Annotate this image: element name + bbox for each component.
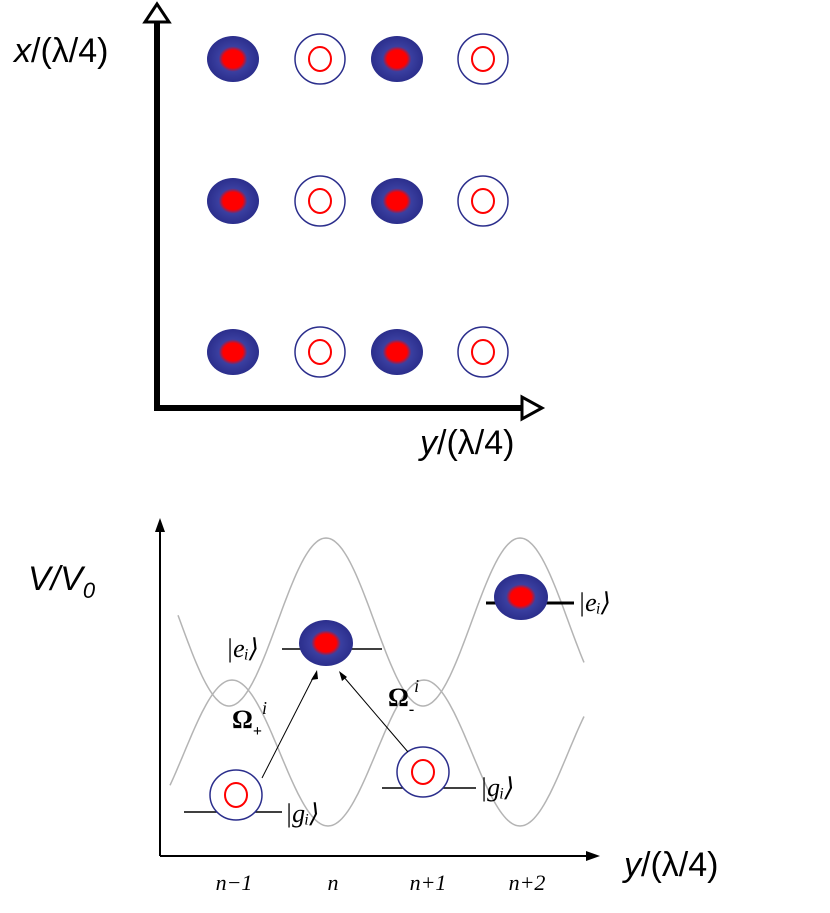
lattice-atom-open (457, 33, 509, 85)
excited-state-label-right: |eᵢ⟩ (578, 588, 611, 617)
lattice-atom-filled (207, 36, 259, 82)
tick-label-n: n (328, 870, 339, 895)
atom-lattice (207, 33, 509, 378)
lattice-atom-filled (371, 329, 423, 375)
top-y-axis-label: x/(λ/4) (12, 32, 108, 70)
excited-state-potential-curve (177, 537, 585, 707)
rabi-plus-label: Ω+i (232, 698, 267, 740)
excited-state-label-center: |eᵢ⟩ (226, 634, 259, 663)
ground-state-potential-curve (169, 679, 585, 827)
lattice-atom-open (457, 326, 509, 378)
ground-atom-left (209, 769, 263, 821)
lattice-atom-filled (207, 178, 259, 224)
bottom-y-axis-arrowhead (155, 518, 165, 532)
bottom-x-axis-label: y/(λ/4) (622, 846, 718, 884)
lattice-atom-filled (207, 329, 259, 375)
top-panel: x/(λ/4) y/(λ/4) (12, 1, 546, 462)
lattice-atom-filled (371, 178, 423, 224)
top-x-axis-arrowhead (520, 394, 546, 422)
tick-label-n-plus-2: n+2 (509, 870, 546, 895)
bottom-y-axis-label: V/V0 (28, 560, 96, 603)
excited-atom-right (494, 574, 548, 620)
ground-state-label-right: |gᵢ⟩ (480, 773, 514, 802)
top-y-axis-arrowhead (142, 1, 172, 24)
bottom-x-axis-arrowhead (586, 851, 600, 861)
ground-state-label-left: |gᵢ⟩ (285, 799, 319, 828)
rabi-plus-arrow (261, 670, 318, 779)
rabi-minus-label: Ω-i (388, 676, 419, 718)
rabi-minus-arrow (339, 671, 409, 753)
bottom-panel: V/V0 y/(λ/4) n−1 n n+1 n+2 (28, 518, 718, 895)
lattice-atom-open (294, 326, 346, 378)
ground-atom-right (396, 746, 450, 798)
lattice-atom-open (294, 175, 346, 227)
top-x-axis-label: y/(λ/4) (418, 424, 514, 462)
tick-label-n-plus-1: n+1 (410, 870, 447, 895)
tick-label-n-minus-1: n−1 (216, 870, 253, 895)
lattice-atom-open (457, 175, 509, 227)
excited-atom-center (299, 620, 353, 666)
lattice-atom-filled (371, 36, 423, 82)
lattice-atom-open (294, 33, 346, 85)
